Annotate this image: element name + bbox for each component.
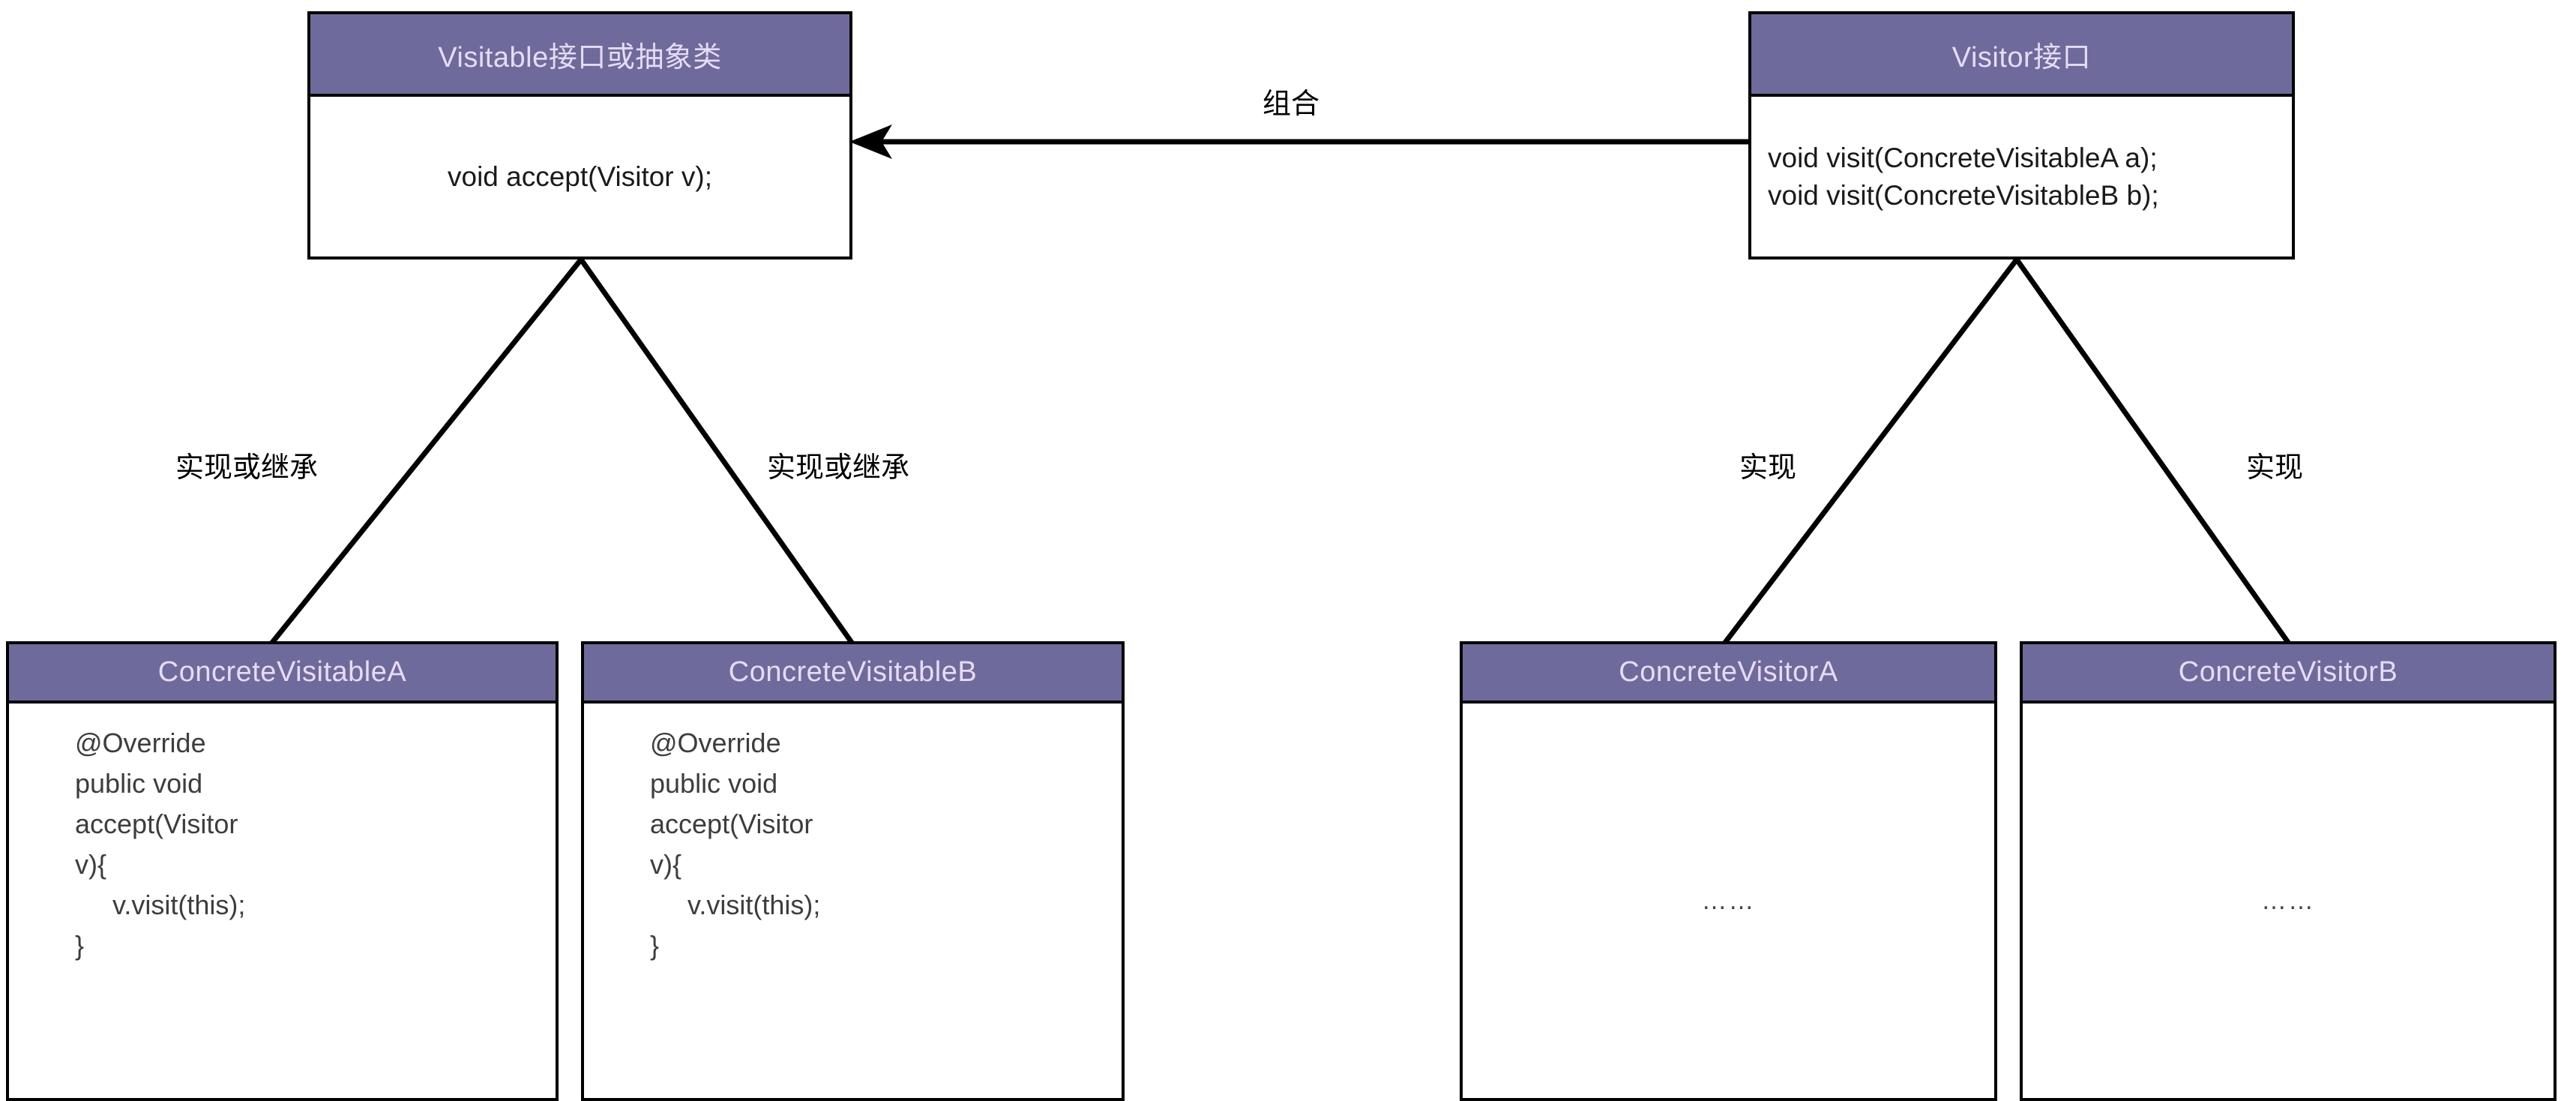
edge-label-visitable-impl-right: 实现或继承 <box>767 452 910 484</box>
code-line: @Override <box>75 728 206 758</box>
member-line: void visit(ConcreteVisitableA a); <box>1768 142 2158 173</box>
class-body-concrete-visitor-b: …… <box>2023 704 2554 1098</box>
code-line: v){ <box>650 849 682 880</box>
class-header-concrete-visitable-a: ConcreteVisitableA <box>9 644 556 704</box>
code-line: v){ <box>75 849 107 880</box>
class-header-concrete-visitor-a: ConcreteVisitorA <box>1463 644 1994 704</box>
class-header-concrete-visitor-b: ConcreteVisitorB <box>2023 644 2554 704</box>
class-box-visitable[interactable]: Visitable接口或抽象类 void accept(Visitor v); <box>307 11 852 260</box>
code-line: } <box>650 930 660 961</box>
code-line: } <box>75 930 85 961</box>
class-box-visitor[interactable]: Visitor接口 void visit(ConcreteVisitableA … <box>1748 11 2295 260</box>
code-line: accept(Visitor <box>650 808 813 839</box>
code-line: @Override <box>650 728 781 758</box>
ellipsis-text: …… <box>2261 886 2315 915</box>
composition-arrowhead <box>849 124 892 159</box>
class-body-concrete-visitable-b: @Override public void accept(Visitor v){… <box>584 704 1122 1098</box>
class-header-visitor: Visitor接口 <box>1751 14 2292 97</box>
class-box-concrete-visitable-a[interactable]: ConcreteVisitableA @Override public void… <box>6 641 559 1101</box>
edge-label-visitor-impl-left: 实现 <box>1739 452 1797 484</box>
class-body-visitor: void visit(ConcreteVisitableA a); void v… <box>1751 97 2292 256</box>
code-line: v.visit(this); <box>75 890 246 920</box>
class-body-visitable: void accept(Visitor v); <box>310 97 849 256</box>
code-line: public void <box>650 768 778 799</box>
edge-label-composition: 组合 <box>1263 88 1320 120</box>
code-line: public void <box>75 768 203 799</box>
class-body-concrete-visitable-a: @Override public void accept(Visitor v){… <box>9 704 556 1098</box>
edge-label-visitable-impl-left: 实现或继承 <box>175 452 319 484</box>
class-body-concrete-visitor-a: …… <box>1463 704 1994 1098</box>
class-header-visitable: Visitable接口或抽象类 <box>310 14 849 97</box>
class-header-concrete-visitable-b: ConcreteVisitableB <box>584 644 1122 704</box>
class-box-concrete-visitable-b[interactable]: ConcreteVisitableB @Override public void… <box>581 641 1125 1101</box>
member-line: void visit(ConcreteVisitableB b); <box>1768 179 2159 211</box>
member-line: void accept(Visitor v); <box>448 160 712 192</box>
edge-label-visitor-impl-right: 实现 <box>2246 452 2304 484</box>
code-line: v.visit(this); <box>650 890 821 920</box>
class-box-concrete-visitor-a[interactable]: ConcreteVisitorA …… <box>1460 641 1997 1101</box>
code-line: accept(Visitor <box>75 808 238 839</box>
ellipsis-text: …… <box>1701 886 1756 915</box>
class-box-concrete-visitor-b[interactable]: ConcreteVisitorB …… <box>2020 641 2557 1101</box>
